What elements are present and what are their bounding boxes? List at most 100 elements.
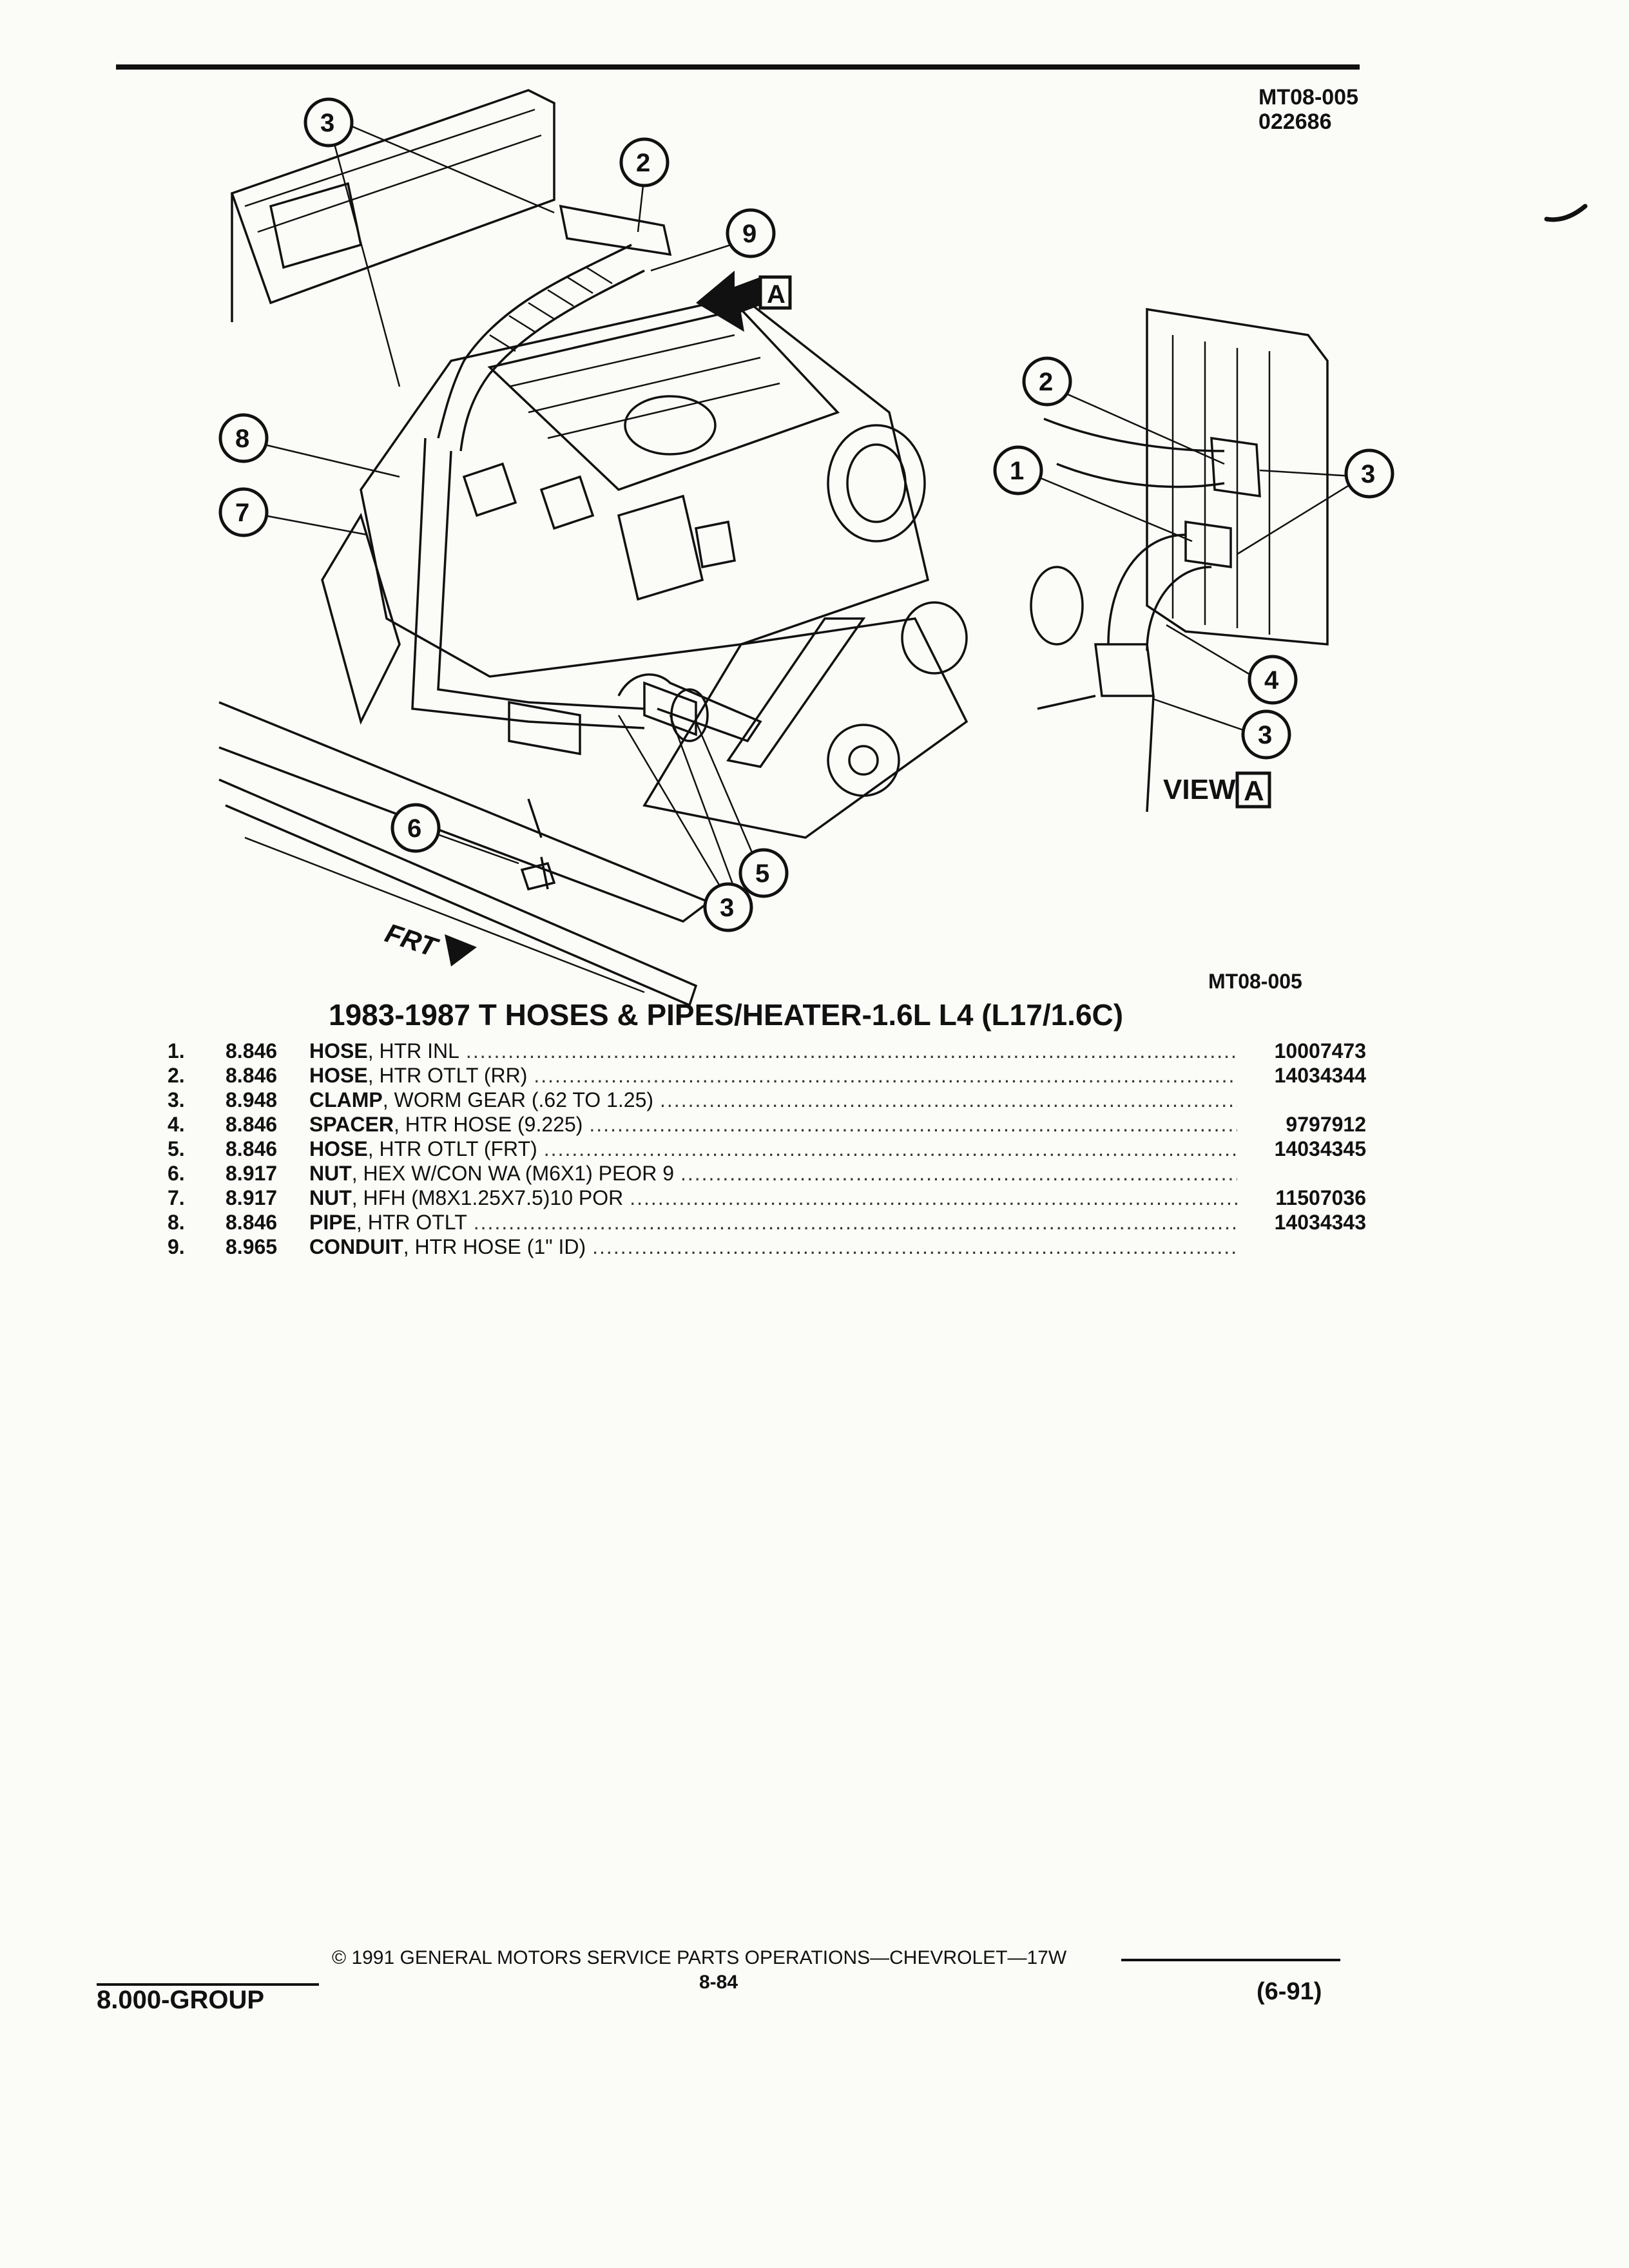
callout-number: 3 <box>1361 460 1375 488</box>
callout-number: 3 <box>1258 721 1272 749</box>
callout-number: 3 <box>320 109 334 137</box>
part-index: 2. <box>168 1064 185 1087</box>
view-label: VIEW <box>1163 774 1236 805</box>
part-row: 3. 8.948 CLAMP, WORM GEAR (.62 TO 1.25)...… <box>168 1088 1366 1112</box>
part-number: 14034344 <box>1274 1064 1366 1087</box>
part-description: , WORM GEAR (.62 TO 1.25) <box>382 1088 654 1111</box>
figure-ref-date: 022686 <box>1258 110 1332 134</box>
footer-copyright: © 1991 GENERAL MOTORS SERVICE PARTS OPER… <box>332 1947 1067 1968</box>
callout-view-3-bottom: 3 <box>1241 709 1291 760</box>
part-name: HOSE <box>309 1064 368 1087</box>
callout-number: 9 <box>742 220 757 248</box>
callout-number: 2 <box>1039 368 1053 396</box>
part-name: CLAMP <box>309 1088 383 1111</box>
part-name: HOSE <box>309 1137 368 1160</box>
view-a-arrow: A <box>696 271 792 332</box>
dot-leader: ........................................… <box>592 1235 1237 1258</box>
arrow-letter: A <box>767 280 786 309</box>
part-index: 8. <box>168 1211 185 1234</box>
footer-date-code: (6-91) <box>1257 1978 1322 2005</box>
figure-ref-code: MT08-005 <box>1258 85 1358 110</box>
callout-view-3-top: 3 <box>1344 448 1394 499</box>
footer-rule-left <box>97 1983 319 1986</box>
part-group-code: 8.948 <box>226 1088 278 1111</box>
callout-number: 7 <box>235 499 249 527</box>
front-indicator: FRT <box>381 918 477 966</box>
callout-main-2: 2 <box>619 137 670 187</box>
part-number: 14034343 <box>1274 1211 1366 1234</box>
part-number: 14034345 <box>1274 1137 1366 1160</box>
dot-leader: ........................................… <box>589 1113 1237 1136</box>
callout-main-9: 9 <box>726 208 776 258</box>
callout-view-4: 4 <box>1248 655 1298 705</box>
view-label-group: VIEW A <box>1163 771 1271 809</box>
part-index: 5. <box>168 1137 185 1160</box>
part-index: 3. <box>168 1088 185 1111</box>
part-description: , HFH (M8X1.25X7.5)10 POR <box>351 1186 624 1209</box>
part-description: , HTR OTLT <box>356 1211 467 1234</box>
view-letter: A <box>1244 775 1264 807</box>
part-name: HOSE <box>309 1039 368 1062</box>
part-index: 1. <box>168 1039 185 1062</box>
callout-number: 4 <box>1264 666 1279 695</box>
dot-leader: ........................................… <box>660 1088 1237 1111</box>
callout-view-1: 1 <box>993 445 1043 495</box>
part-group-code: 8.965 <box>226 1235 278 1258</box>
dot-leader: ........................................… <box>630 1186 1237 1209</box>
dot-leader: ........................................… <box>473 1211 1237 1234</box>
part-group-code: 8.846 <box>226 1039 278 1062</box>
page-title: 1983-1987 T HOSES & PIPES/HEATER-1.6L L4… <box>329 998 1124 1032</box>
frame-rail <box>218 701 711 1007</box>
part-description: , HTR HOSE (1" ID) <box>403 1235 586 1258</box>
callout-number: 5 <box>755 860 769 888</box>
part-number: 9797912 <box>1286 1113 1366 1136</box>
part-description: , HTR OTLT (FRT) <box>367 1137 537 1160</box>
callout-main-6: 6 <box>390 803 441 853</box>
top-rule <box>116 64 1360 70</box>
part-description: , HTR HOSE (9.225) <box>393 1113 583 1136</box>
part-name: PIPE <box>309 1211 356 1234</box>
part-index: 6. <box>168 1162 185 1185</box>
view-a-detail <box>1030 307 1329 812</box>
callout-main-3-bottom: 3 <box>703 882 753 932</box>
part-description: , HTR OTLT (RR) <box>367 1064 528 1087</box>
part-name: NUT <box>309 1186 352 1209</box>
footer-page-number: 8-84 <box>699 1972 738 1993</box>
callout-number: 6 <box>407 814 421 843</box>
part-name: SPACER <box>309 1113 394 1136</box>
part-group-code: 8.917 <box>226 1186 278 1209</box>
diagram-reference: MT08-005 <box>1208 970 1302 993</box>
part-description: , HEX W/CON WA (M6X1) PEOR 9 <box>351 1162 674 1185</box>
radiator-shroud <box>230 89 555 322</box>
dot-leader: ........................................… <box>534 1064 1237 1087</box>
dot-leader: ........................................… <box>680 1162 1237 1185</box>
callout-main-7: 7 <box>218 487 269 537</box>
footer-rule-right <box>1121 1959 1340 1961</box>
dot-leader: ........................................… <box>465 1039 1237 1062</box>
footer-group: 8.000-GROUP <box>97 1986 265 2014</box>
callout-number: 3 <box>720 894 734 922</box>
figure-reference: MT08-005 022686 <box>1258 85 1358 134</box>
callout-number: 1 <box>1010 457 1024 485</box>
callout-main-8: 8 <box>218 413 269 463</box>
callout-view-2: 2 <box>1022 356 1072 407</box>
part-number: 10007473 <box>1274 1039 1366 1062</box>
engine-block <box>321 295 969 839</box>
callout-main-5: 5 <box>738 848 789 898</box>
callout-number: 2 <box>636 149 650 177</box>
exploded-view-illustration: A FRT VIEW A 3 2 9 <box>218 89 1588 1007</box>
part-group-code: 8.846 <box>226 1211 278 1234</box>
heater-hoses <box>411 204 762 756</box>
part-name: CONDUIT <box>309 1235 403 1258</box>
leader-lines <box>264 118 1364 890</box>
part-index: 4. <box>168 1113 185 1136</box>
part-row: 8. 8.846 PIPE, HTR OTLT...................… <box>168 1210 1366 1235</box>
part-group-code: 8.846 <box>226 1137 278 1160</box>
